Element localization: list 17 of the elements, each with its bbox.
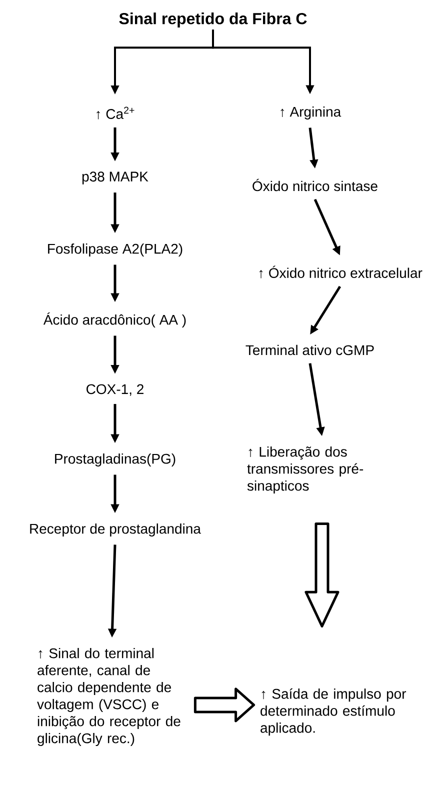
pathway-step: ↑ Óxido nitrico extracelular (259, 266, 422, 278)
pathway-step: COX-1, 2 (86, 384, 144, 396)
pathway-step: ↑ Arginina (280, 106, 342, 120)
pathway-step: p38 MAPK (82, 172, 148, 184)
pathway-step: Óxido nitrico sintase (252, 178, 378, 192)
pathway-step: Prostagladinas(PG) (55, 453, 176, 467)
pathway-step: Ácido aracdônico( AA ) (43, 312, 186, 328)
pathway-step: ↑ Saída de impulso por determinado estímulo aplicado. (260, 688, 406, 736)
pathway-step: ↑ Liberação dos transmissores pré-sinapticos (247, 446, 364, 494)
pathway-step: Terminal ativo cGMP (246, 344, 374, 356)
title-text: Sinal repetido da Fibra C (119, 12, 307, 28)
pathway-step: ↑ Ca$^{2+}$ (96, 106, 134, 120)
pathway-step: ↑ Sinal do terminal aferente, canal de calcio dependente de voltagem (VSCC) e inibição do receptor de glicina(Gly rec.) (37, 648, 180, 746)
pathway-step: Fosfolipase A2(PLA2) (48, 243, 182, 257)
hollow-arrow (304, 522, 340, 628)
hollow-arrow (194, 688, 256, 722)
pathway-step: Receptor de prostaglandina (30, 523, 201, 537)
